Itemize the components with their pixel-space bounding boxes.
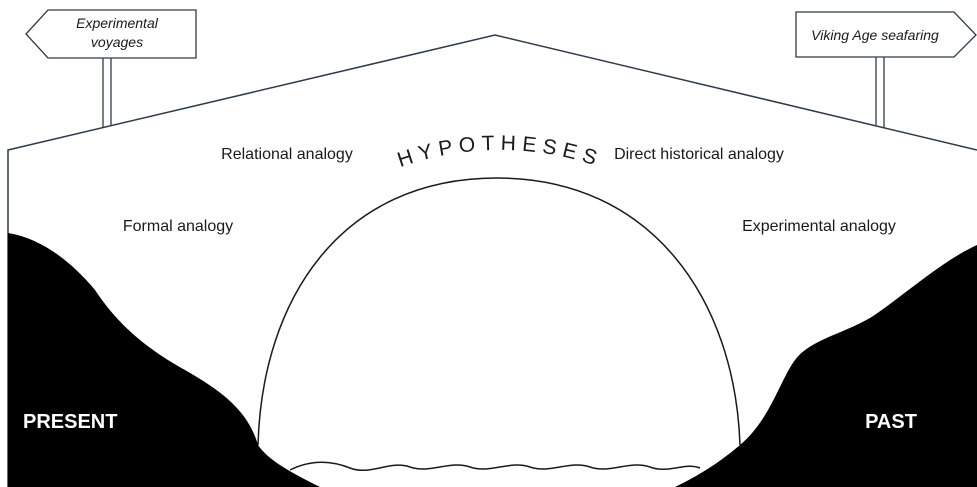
right-signpost: Viking Age seafaring [796, 12, 976, 128]
left-bank [8, 233, 320, 487]
water-wave [290, 462, 700, 470]
left-signpost: Experimental voyages [26, 10, 196, 128]
left-sign-line1: Experimental [76, 15, 159, 31]
past-label: PAST [865, 411, 917, 433]
formal-analogy-label: Formal analogy [123, 218, 233, 235]
right-sign-text: Viking Age seafaring [811, 27, 939, 43]
direct-historical-analogy-label: Direct historical analogy [614, 146, 784, 163]
left-sign-line2: voyages [91, 34, 143, 50]
experimental-analogy-label: Experimental analogy [742, 218, 896, 235]
hypotheses-arch-label: HYPOTHESES [395, 132, 606, 172]
relational-analogy-label: Relational analogy [221, 146, 353, 163]
right-bank [675, 245, 977, 487]
present-label: PRESENT [23, 411, 117, 433]
hypotheses-arch [258, 178, 740, 445]
